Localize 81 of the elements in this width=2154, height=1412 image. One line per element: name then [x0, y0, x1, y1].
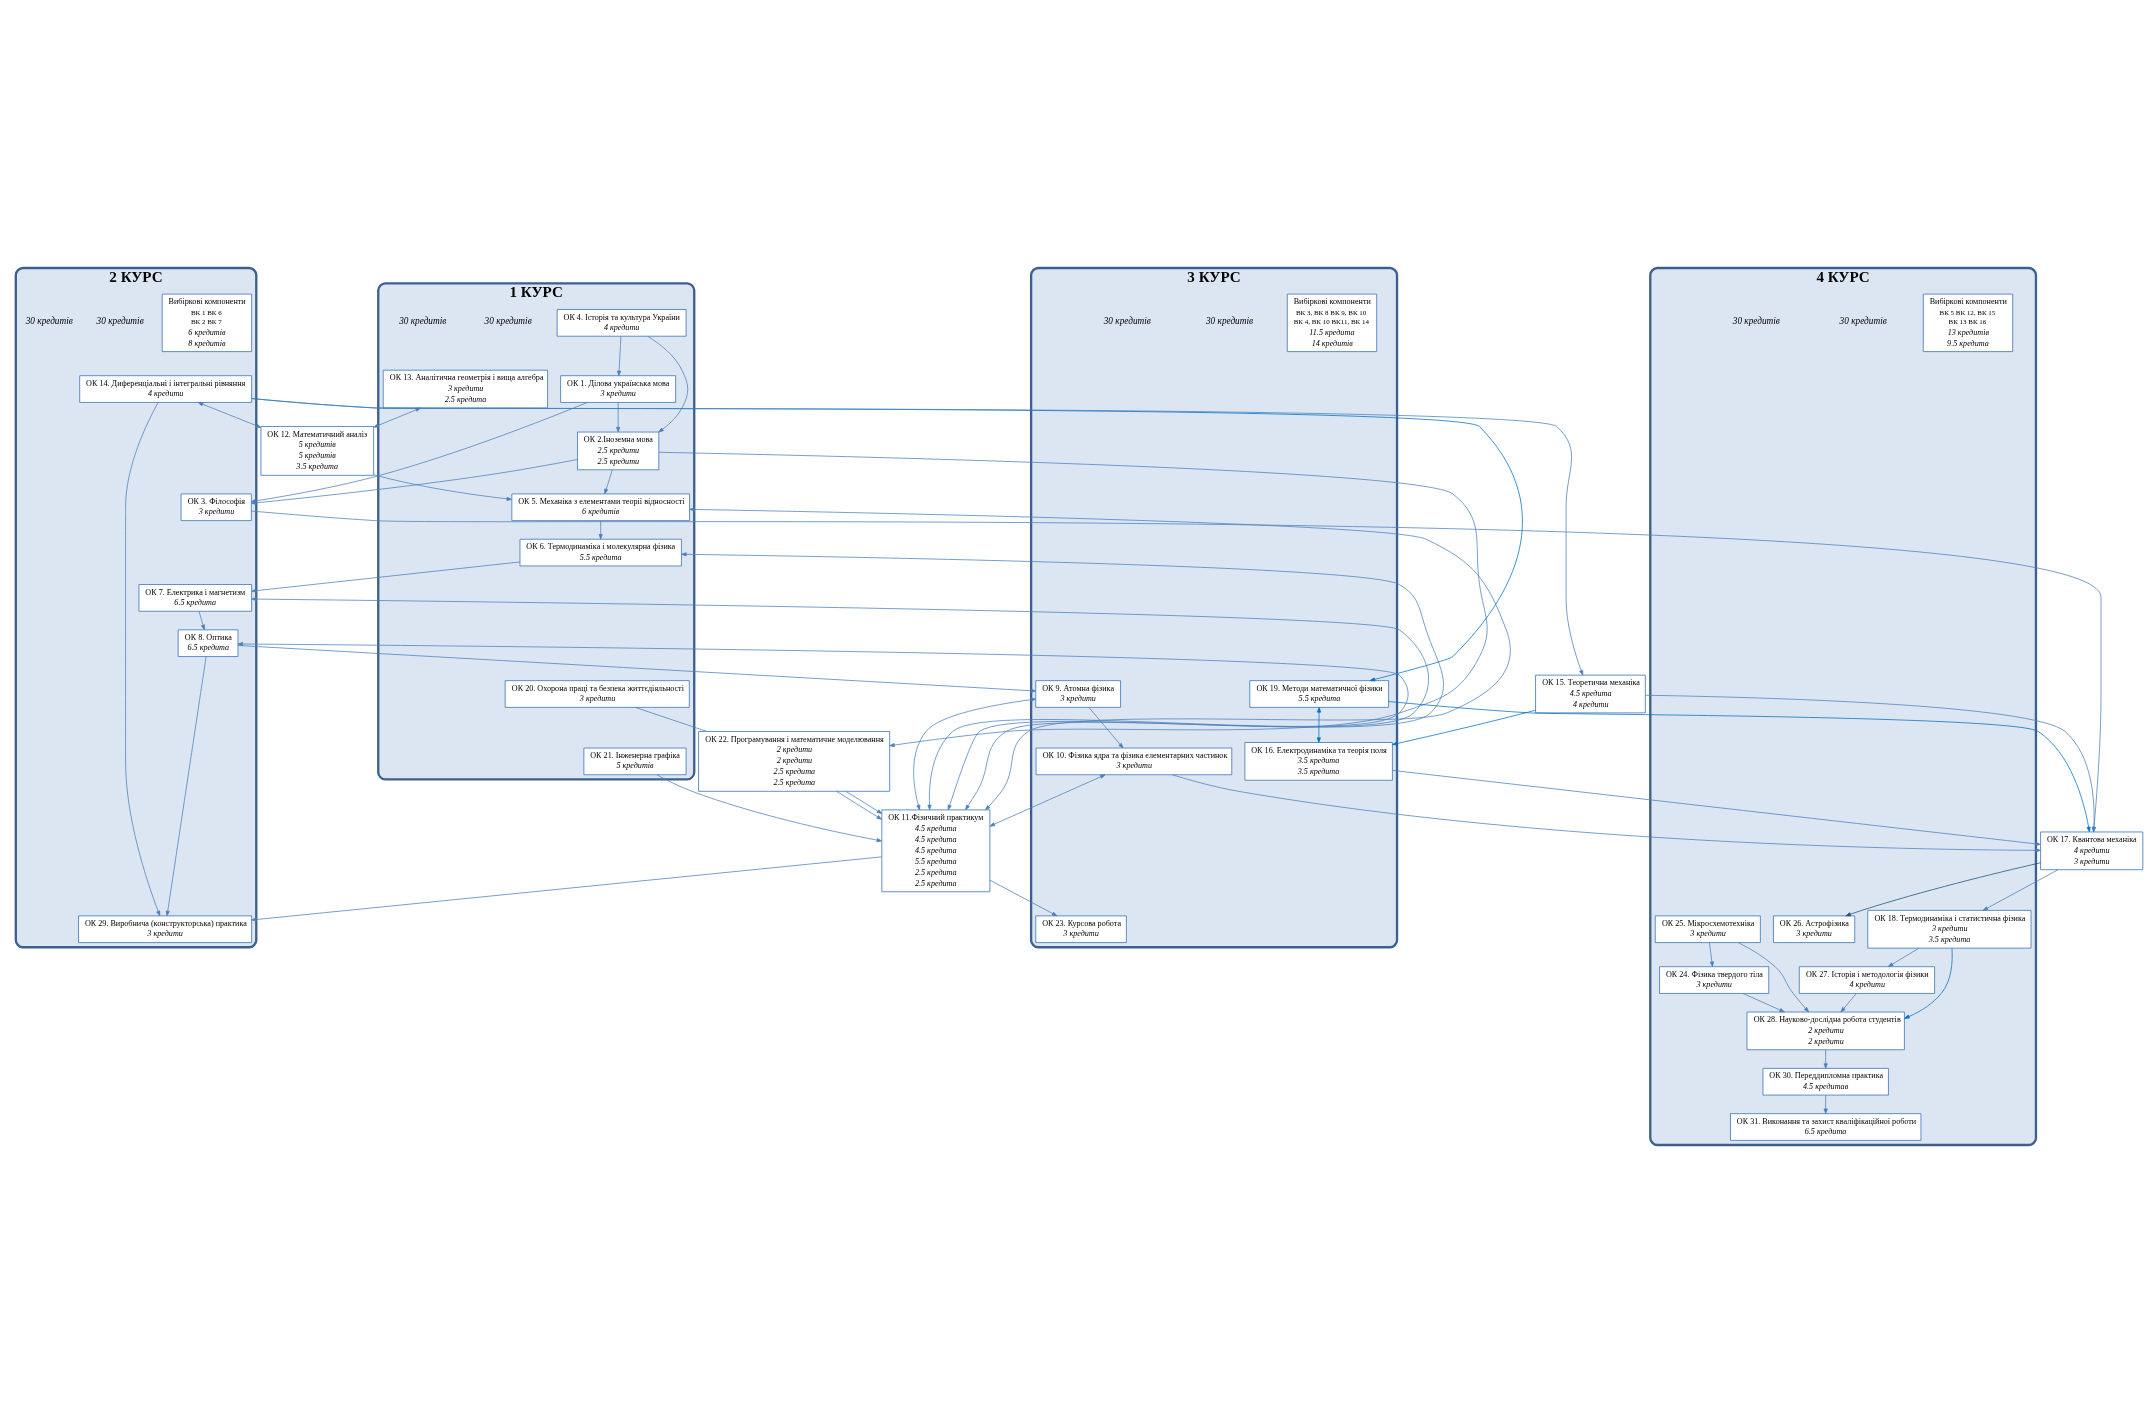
- node-box: ОК 9. Атомна фізика 3 кредити: [1035, 679, 1121, 708]
- arrow: [1823, 1049, 1828, 1069]
- arrow: [237, 641, 1409, 810]
- arrow: [1172, 773, 2041, 852]
- arrow: [617, 335, 622, 376]
- node-label: 30 кредитів: [484, 315, 532, 326]
- node-box: ОК 24. Фізика твердого тіла 3 кредити: [1659, 965, 1770, 994]
- arrow: [197, 401, 262, 428]
- node-label: 30 кредитів: [96, 315, 144, 326]
- arrow: [373, 407, 421, 428]
- arrow: [373, 473, 512, 501]
- node-box: ОК 27. Історія і методологія фізики 4 кредити: [1798, 965, 1936, 994]
- node-label: 30 кредитів: [1103, 315, 1151, 326]
- node-box: ОК 17. Квантова механіка 4 кредити 3 кредити: [2040, 831, 2144, 870]
- arrow: [681, 551, 1444, 810]
- node-box: ОК 10. Фізика ядра та фізика елементарних частинок 3 кредити: [1035, 747, 1233, 775]
- arrow: [989, 773, 1106, 827]
- arrow: [1392, 709, 1536, 745]
- node-box: ОК 11.Фізичний практикум 4.5 кредита 4.5 кредита 4.5 кредита 5.5 кредита 2.5 кредита 2.5 кредита: [881, 808, 991, 892]
- node-box: ОК 14. Диференціальні і інтегральні рівняння 4 кредити: [79, 374, 253, 403]
- arrow: [604, 469, 613, 494]
- node-label: 30 кредитів: [1732, 315, 1780, 326]
- arrow: [836, 790, 882, 820]
- arrow: [251, 561, 521, 593]
- node-box: ОК 28. Науково-дослідна робота студентів 2 кредити 2 кредити: [1746, 1011, 1905, 1050]
- node-box: ОК 4. Історія та культура України 4 кредити: [556, 308, 687, 337]
- arrow: [1904, 947, 1953, 1019]
- node-label: 30 кредитів: [399, 315, 447, 326]
- node-box: ОК 1. Ділова українська мова 3 кредити: [560, 374, 677, 403]
- node-box: ОК 13. Аналітична геометрія і вища алгебра 3 кредити 2.5 кредита: [382, 369, 548, 408]
- arrow: [1737, 941, 1810, 1012]
- node-box: ОК 15. Теоретична механіка 4.5 кредита 4 кредити: [1535, 674, 1646, 713]
- arrow: [1392, 769, 2041, 846]
- arrow: [1645, 694, 2096, 832]
- node-box: ОК 2.Іноземна мова 2.5 кредити 2.5 кредити: [577, 431, 660, 470]
- node-label: 30 кредитів: [1839, 315, 1887, 326]
- node-box: ОК 8. Оптика 6.5 кредита: [177, 628, 239, 657]
- node-box: ОК 22. Програмування і математичне моделювання 2 кредити 2 кредити 2.5 кредита 2.5 кредита: [698, 730, 891, 792]
- arrow: [658, 451, 1488, 747]
- node-label: 30 кредитів: [1205, 315, 1254, 326]
- node-box: ОК 25. Мікросхемотехніка 3 кредити: [1654, 914, 1761, 943]
- arrow: [251, 596, 1429, 810]
- arrow: [1709, 941, 1714, 967]
- node-label: 30 кредитів: [25, 315, 73, 326]
- node-box: ОК 12. Математичний аналіз 5 кредитів 5 кредитів 3.5 кредита: [260, 425, 375, 476]
- node-box: ОК 23. Курсова робота 3 кредити: [1035, 914, 1127, 943]
- node-box: ОК 21. Інженерна графіка 5 кредитів: [583, 747, 687, 775]
- arrow: [198, 610, 205, 630]
- arrow: [989, 879, 1058, 916]
- arrow: [1388, 700, 2091, 832]
- arrow: [1823, 1094, 1828, 1114]
- arrow: [251, 855, 883, 922]
- node-box: ОК 3. Філософія 3 кредити: [180, 492, 252, 521]
- node-box: ОК 26. Астрофізика 3 кредити: [1773, 914, 1856, 943]
- arrow: [689, 506, 1511, 810]
- arrow: [1845, 861, 2041, 916]
- arrow: [598, 520, 603, 539]
- arrow: [1316, 706, 1322, 743]
- node-box: ОК 18. Термодинаміка і статистична фізика 3 кредити 3.5 кредита: [1867, 909, 2032, 949]
- node-box: ОК 20. Охорона праці та безпека життєдіяльності 3 кредити: [504, 679, 690, 708]
- node-box: ОК 7. Електрика і магнетизм 6.5 кредита: [138, 583, 253, 612]
- arrow: [616, 401, 621, 432]
- arrow: [656, 773, 883, 842]
- arrow: [1887, 947, 1920, 967]
- arrow: [845, 790, 883, 814]
- arrow: [1982, 868, 2059, 911]
- arrow: [125, 401, 161, 916]
- node-box: ОК 5. Механіка з елементами теорії відносності 6 кредитів: [511, 492, 690, 521]
- node-box: ОК 31. Виконання та захист кваліфікаційної роботи 6.5 кредита: [1730, 1112, 1922, 1141]
- arrow: [165, 655, 207, 916]
- node-box: ОК 16. Електродинаміка та теорія поля 3.5 кредита 3.5 кредита: [1244, 741, 1393, 781]
- arrow: [237, 644, 1037, 693]
- arrow: [1742, 992, 1785, 1012]
- arrow: [1088, 706, 1124, 748]
- node-box: ОК 6. Термодинаміка і молекулярна фізика 5.5 кредита: [519, 538, 682, 566]
- arrow: [647, 335, 689, 432]
- node-box: ОК 29. Виробнича (конструкторська) практика 3 кредити: [78, 914, 253, 943]
- node-box: ОК 30. Переддипломна практика 4.5 кредитав: [1762, 1067, 1889, 1095]
- arrow: [913, 697, 1037, 810]
- arrow: [1840, 992, 1857, 1012]
- arrow: [251, 510, 2102, 832]
